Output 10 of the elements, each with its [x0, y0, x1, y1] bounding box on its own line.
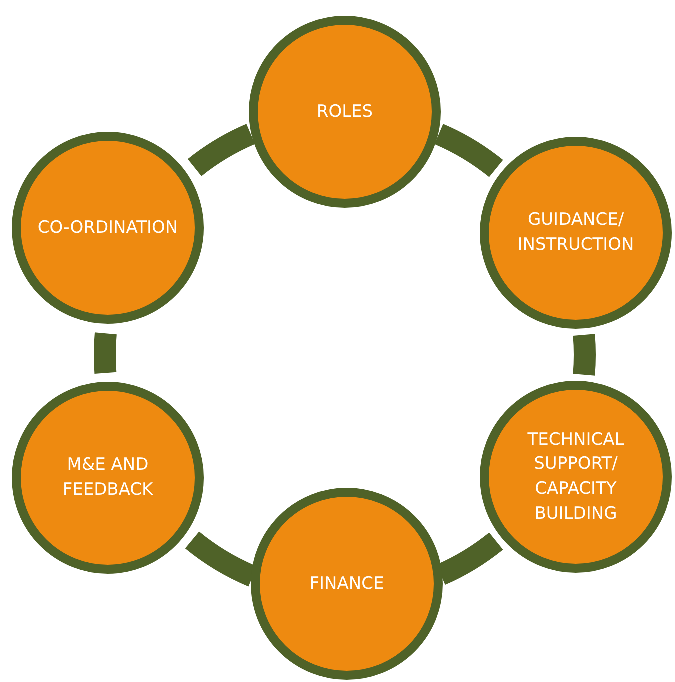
- topic-label: CO-ORDINATION: [38, 216, 178, 240]
- topic-label: ROLES: [316, 100, 374, 124]
- topic-label: FINANCE: [310, 572, 384, 596]
- ring-connector: [573, 334, 596, 376]
- ring-connector: [188, 124, 256, 177]
- topic-label: GUIDANCE/ INSTRUCTION: [516, 209, 636, 257]
- ring-connector: [434, 124, 503, 178]
- topic-label: M&E AND FEEDBACK: [62, 454, 154, 502]
- ring-connector: [94, 332, 117, 374]
- topic-label: TECHNICAL SUPPORT/ CAPACITY BUILDING: [526, 428, 626, 526]
